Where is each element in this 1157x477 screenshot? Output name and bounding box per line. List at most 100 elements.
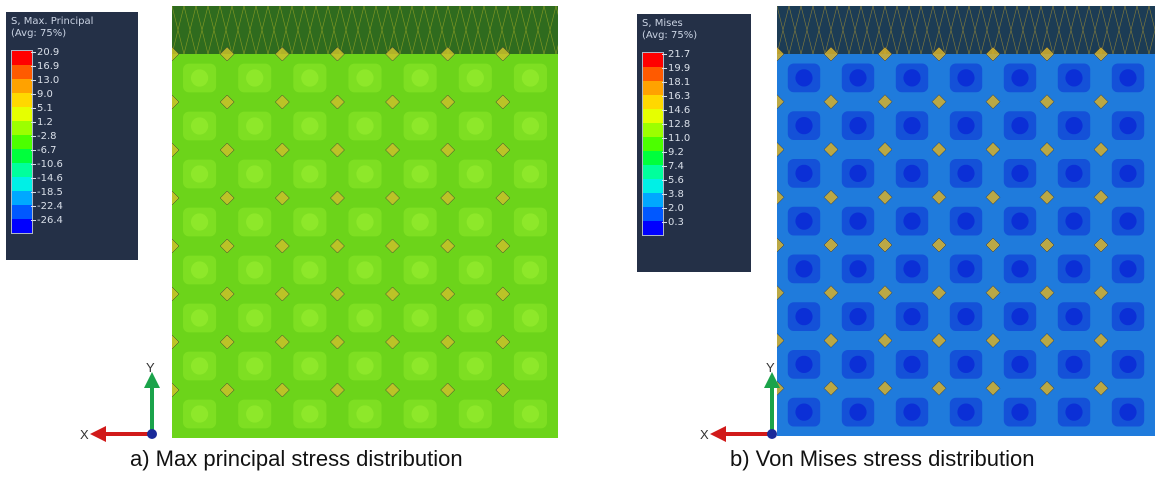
lattice-node — [521, 117, 540, 135]
legend-tick-label: 5.1 — [31, 102, 63, 116]
mesh-line — [788, 6, 802, 55]
lattice-junction — [1093, 142, 1109, 157]
lattice-node — [411, 405, 429, 423]
lattice-junction — [440, 94, 456, 110]
lattice-node — [356, 405, 374, 423]
lattice-node — [903, 69, 921, 87]
legend-tick-label: 16.3 — [661, 91, 691, 102]
lattice-node — [521, 309, 540, 327]
legend-swatch — [12, 65, 32, 79]
legend-swatch — [643, 221, 663, 235]
mesh-line — [231, 6, 245, 55]
lattice-junction — [495, 382, 511, 398]
lattice-node — [1011, 260, 1029, 278]
legend-tick-label: -10.6 — [31, 159, 63, 170]
lattice-node — [301, 213, 319, 231]
lattice-junction — [823, 380, 839, 396]
legend-title: S, Mises — [642, 18, 683, 29]
lattice-junction — [877, 142, 893, 157]
lattice-node — [903, 308, 921, 326]
lattice-junction — [330, 334, 345, 350]
mesh-line — [507, 6, 521, 55]
lattice-node — [957, 164, 975, 182]
stress-contour-plot — [172, 6, 558, 438]
mesh-line — [1004, 6, 1018, 55]
figure-caption: b) Von Mises stress distribution — [730, 446, 1035, 471]
lattice-junction — [440, 238, 456, 254]
lattice-node — [1119, 308, 1137, 326]
mesh-line — [255, 6, 269, 55]
lattice-junction — [440, 46, 456, 62]
legend-tick-label: -18.5 — [31, 187, 63, 198]
figure-caption: a) Max principal stress distribution — [130, 446, 463, 471]
lattice-node — [903, 164, 921, 182]
lattice-junction — [219, 94, 235, 110]
legend-tick-label: 14.6 — [661, 105, 691, 116]
lattice-junction — [385, 334, 400, 350]
lattice-node — [1065, 355, 1083, 373]
lattice-junction — [777, 285, 785, 301]
legend-swatch — [12, 163, 32, 177]
lattice-junction — [931, 46, 947, 62]
lattice-node — [1011, 355, 1029, 373]
lattice-node — [849, 403, 867, 421]
lattice-junction — [985, 285, 1001, 301]
mesh-line — [243, 6, 257, 55]
mesh-line — [351, 6, 365, 55]
lattice-junction — [330, 286, 345, 302]
lattice-junction — [877, 189, 893, 205]
legend-tick-label: 21.7 — [661, 49, 691, 60]
mesh-line — [800, 6, 814, 55]
lattice-junction — [1039, 380, 1055, 396]
legend-tick-label: -2.8 — [31, 130, 63, 144]
mesh-line — [992, 6, 1006, 55]
lattice-junction — [219, 46, 235, 62]
lattice-junction — [985, 142, 1001, 157]
lattice-junction — [172, 142, 180, 158]
lattice-junction — [985, 46, 1001, 62]
axis-triad: YX — [80, 362, 160, 442]
legend-swatch — [643, 53, 663, 67]
mesh-line — [339, 6, 353, 55]
lattice-junction — [440, 190, 456, 206]
mesh-line — [291, 6, 305, 55]
lattice-junction — [777, 46, 785, 62]
mesh-line — [872, 6, 886, 55]
legend-swatch — [643, 123, 663, 137]
lattice-junction — [877, 380, 893, 396]
lattice-node — [411, 357, 429, 375]
mesh-line — [519, 6, 533, 55]
mesh-line — [908, 6, 922, 55]
lattice-node — [1119, 403, 1137, 421]
mesh-line — [327, 6, 341, 55]
lattice-node — [190, 261, 209, 279]
lattice-node — [1119, 260, 1137, 278]
lattice-node — [411, 117, 429, 135]
lattice-node — [411, 213, 429, 231]
legend-subtitle: (Avg: 75%) — [642, 30, 698, 41]
mesh-line — [531, 6, 545, 55]
lattice-junction — [1093, 380, 1109, 396]
lattice-node — [246, 165, 264, 183]
legend-swatch — [12, 205, 32, 219]
lattice-node — [1011, 117, 1029, 135]
lattice-node — [1065, 69, 1083, 87]
lattice-node — [466, 405, 484, 423]
z-axis-dot — [147, 429, 157, 439]
lattice-junction — [1039, 189, 1055, 205]
lattice-node — [521, 405, 540, 423]
legend-tick-label: 1.2 — [31, 116, 63, 130]
lattice-node — [301, 69, 319, 87]
lattice-junction — [1093, 94, 1109, 110]
lattice-node — [301, 117, 319, 135]
legend-swatch — [12, 93, 32, 107]
mesh-line — [848, 6, 862, 55]
lattice-junction — [330, 190, 345, 206]
lattice-junction — [172, 286, 180, 302]
lattice-junction — [385, 286, 400, 302]
lattice-junction — [385, 94, 400, 110]
